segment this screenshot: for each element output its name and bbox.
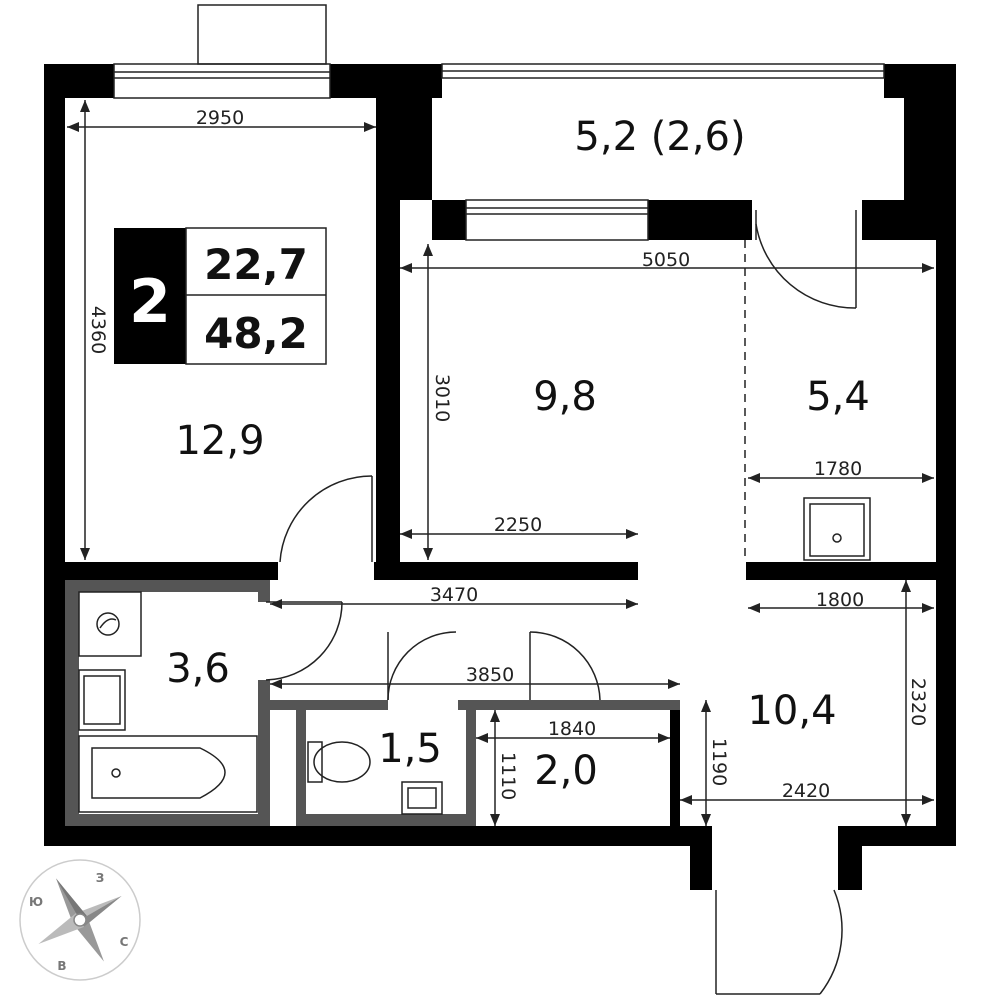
room-area-hall-upper: 5,4 [806, 374, 870, 420]
dimension-1840: 1840 [548, 718, 596, 740]
dimension-1110: 1110 [497, 752, 519, 800]
room-area-bathroom: 3,6 [166, 646, 230, 692]
dimension-1780: 1780 [814, 458, 862, 480]
dimension-3010: 3010 [431, 374, 453, 422]
dimension-lines [67, 100, 934, 826]
windows [113, 4, 885, 241]
dimension-3470: 3470 [430, 584, 478, 606]
dimension-2420: 2420 [782, 780, 830, 802]
compass-icon: З Ю С В [19, 859, 141, 981]
room-area-storage: 2,0 [534, 748, 598, 794]
kitchen-sink-icon [803, 497, 871, 561]
dimension-1800: 1800 [816, 589, 864, 611]
room-area-hall-lower: 10,4 [747, 688, 836, 734]
fixtures [78, 497, 871, 815]
apartment-badge: 2 22,7 48,2 [114, 227, 327, 365]
dimension-4360: 4360 [87, 306, 109, 354]
dimension-2950: 2950 [196, 107, 244, 129]
dimension-2250: 2250 [494, 514, 542, 536]
toilet-sink-icon [401, 781, 443, 815]
dimension-5050: 5050 [642, 249, 690, 271]
dimension-3850: 3850 [466, 664, 514, 686]
dimension-2320: 2320 [907, 678, 929, 726]
dimension-arrows [67, 100, 934, 826]
washing-machine-icon [78, 591, 142, 657]
compass-north-label: З [96, 871, 105, 885]
room-area-kitchen: 9,8 [533, 374, 597, 420]
compass-east-label: С [120, 935, 129, 949]
outer-walls [44, 64, 956, 890]
toilet-icon [307, 741, 371, 783]
room-count: 2 [129, 267, 171, 337]
bathtub-icon [78, 735, 258, 813]
total-area: 48,2 [204, 309, 308, 358]
compass-south-label: В [57, 959, 66, 973]
room-area-balcony: 5,2 (2,6) [574, 114, 745, 160]
room-area-bedroom: 12,9 [175, 418, 264, 464]
interior-partitions [65, 562, 936, 826]
dimension-1190: 1190 [708, 738, 730, 786]
room-area-toilet: 1,5 [378, 726, 442, 772]
doors [265, 210, 857, 995]
compass-west-label: Ю [29, 895, 43, 909]
bathroom-partitions [65, 580, 680, 826]
living-area: 22,7 [204, 240, 308, 289]
bathroom-sink-icon [78, 669, 126, 731]
